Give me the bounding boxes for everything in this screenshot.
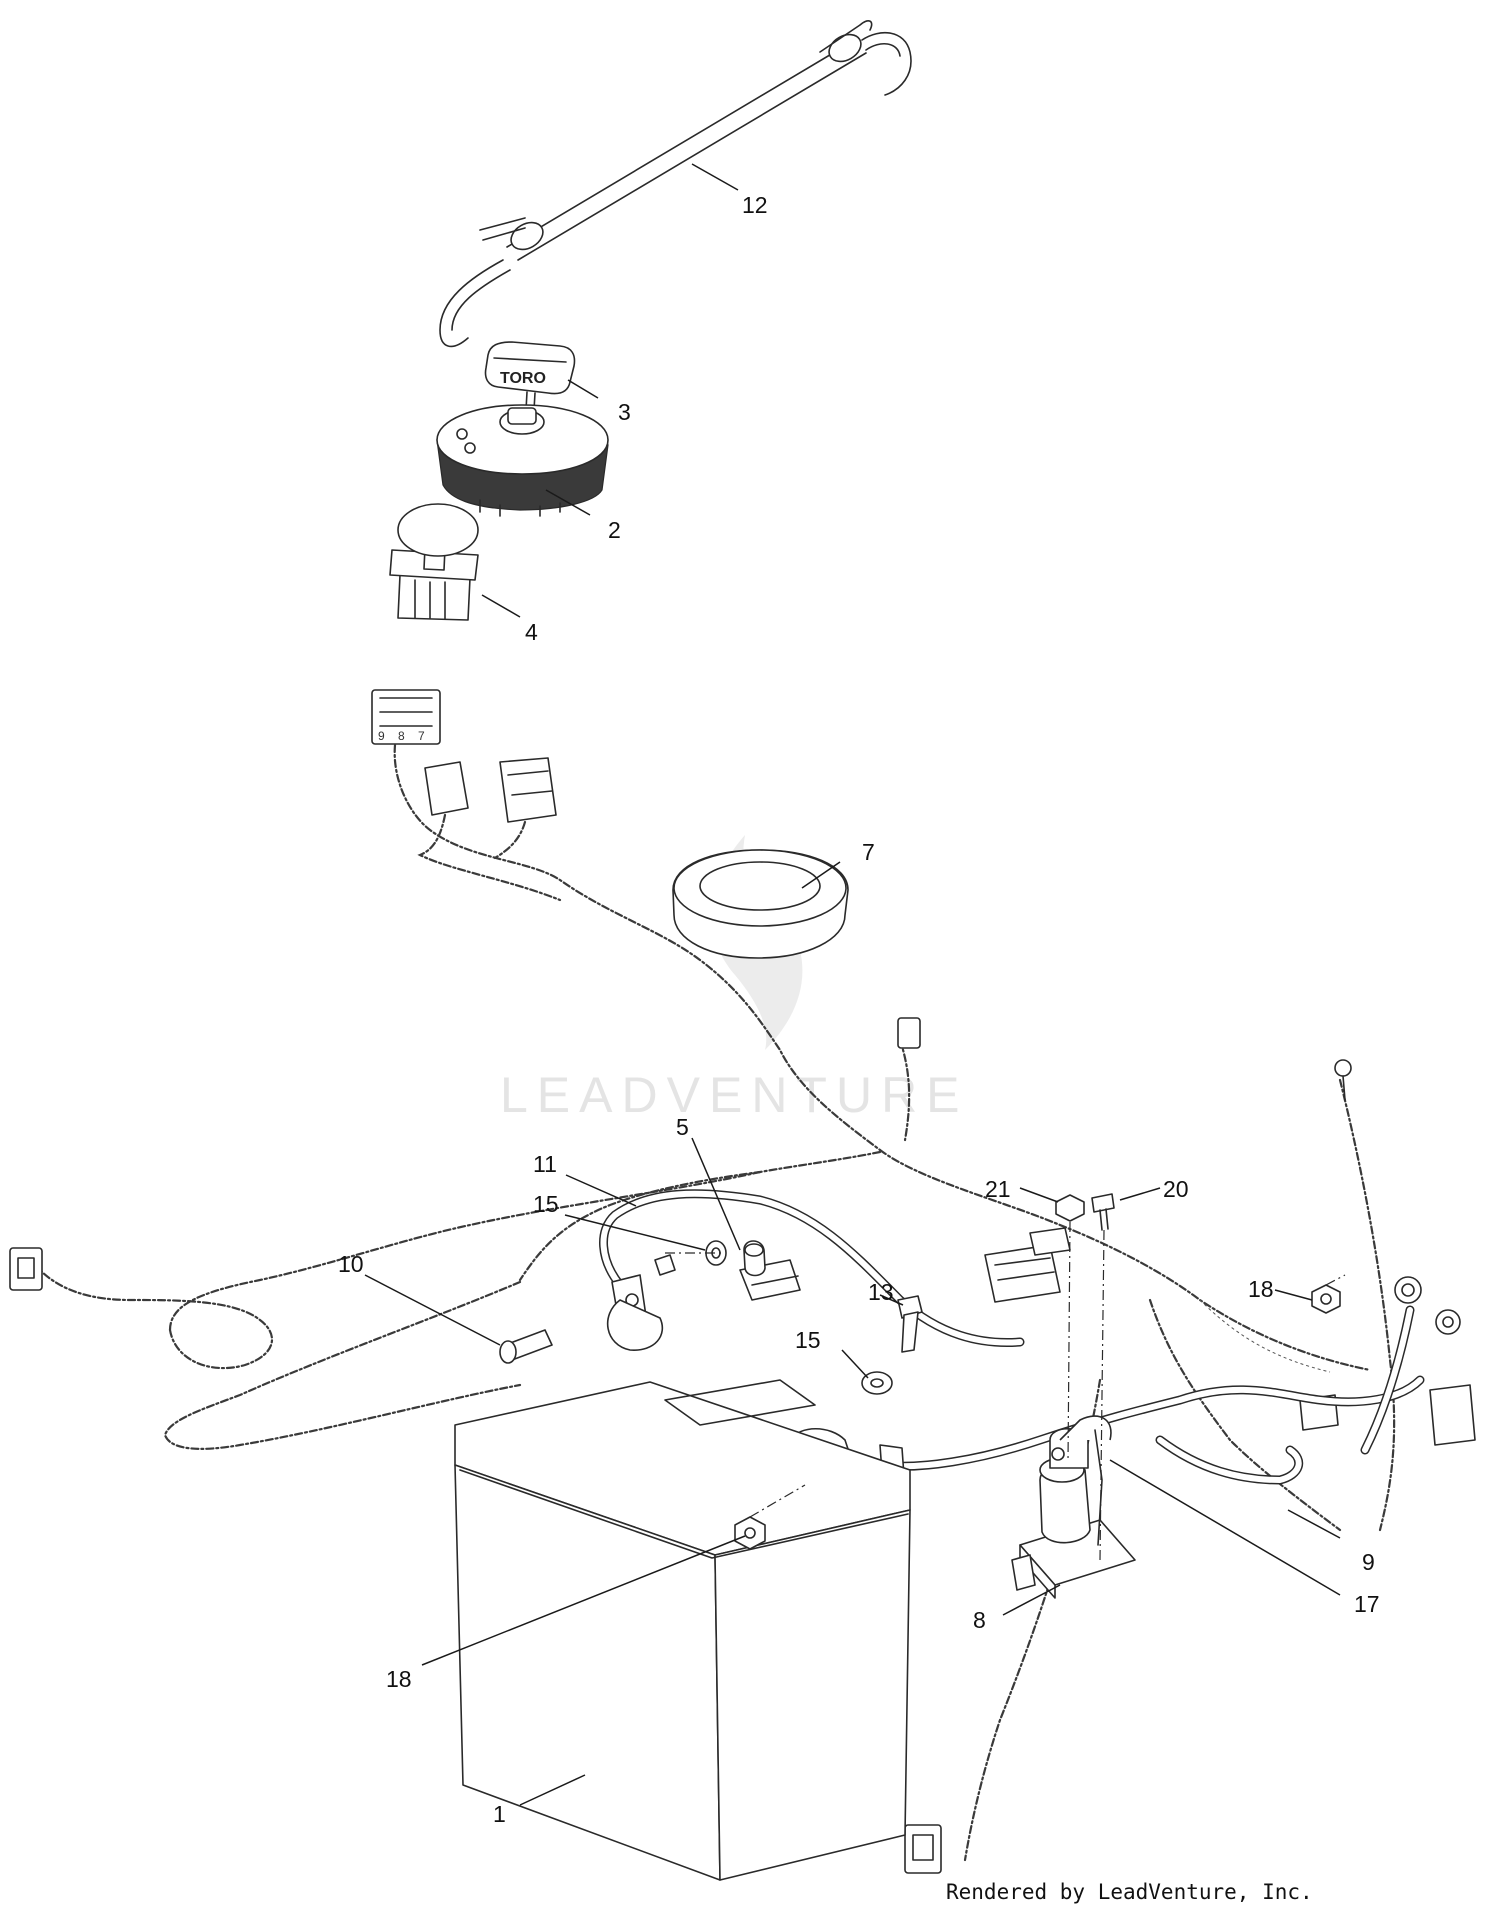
callout-9: 9 xyxy=(1362,1549,1375,1575)
callout-20: 20 xyxy=(1163,1176,1189,1202)
render-credit: Rendered by LeadVenture, Inc. xyxy=(946,1880,1313,1904)
callouts: 12 3 2 4 7 11 5 15 10 13 15 21 20 18 17 … xyxy=(338,192,1380,1827)
plug-top-right xyxy=(897,1017,921,1049)
callout-4: 4 xyxy=(525,619,538,645)
callout-8: 8 xyxy=(973,1607,986,1633)
part-9-positive-cable xyxy=(875,1305,1425,1485)
part-5-spacer xyxy=(743,1240,766,1277)
callout-17: 17 xyxy=(1354,1591,1380,1617)
part-13-bolt xyxy=(897,1295,923,1353)
part-3-key: TORO xyxy=(484,341,576,411)
wire-harness: 9 8 7 xyxy=(9,689,1476,1874)
part-21-nut xyxy=(1055,1194,1085,1222)
connector-pin-8: 8 xyxy=(398,729,405,743)
part-8-solenoid xyxy=(1011,1428,1136,1599)
part-18-nut-battery xyxy=(734,1516,766,1550)
part-20-bolt xyxy=(1091,1193,1115,1231)
callout-10: 10 xyxy=(338,1251,364,1277)
callout-12: 12 xyxy=(742,192,768,218)
part-7-cap xyxy=(672,849,849,959)
callout-21: 21 xyxy=(985,1176,1011,1202)
part-10-bolt xyxy=(499,1329,553,1364)
callout-13: 13 xyxy=(868,1279,894,1305)
callout-2: 2 xyxy=(608,517,621,543)
callout-5: 5 xyxy=(676,1114,689,1140)
part-18-nut-right xyxy=(1311,1284,1341,1314)
callout-3: 3 xyxy=(618,399,631,425)
connector-pin-7: 7 xyxy=(418,729,425,743)
callout-18-right: 18 xyxy=(1248,1276,1274,1302)
cable-clamp xyxy=(606,1254,801,1351)
callout-1: 1 xyxy=(493,1801,506,1827)
part-12-rod xyxy=(439,20,912,348)
part-15-washer-bottom xyxy=(861,1371,893,1395)
leader-lines xyxy=(364,163,1341,1806)
watermark-text: LEADVENTURE xyxy=(500,1067,969,1123)
part-15-washer-top xyxy=(705,1240,727,1266)
callout-7: 7 xyxy=(862,839,875,865)
callout-15-top: 15 xyxy=(533,1191,559,1217)
callout-15-bottom: 15 xyxy=(795,1327,821,1353)
callout-11: 11 xyxy=(533,1151,557,1177)
assembly-lines xyxy=(665,1221,1346,1561)
part-4-pto-switch xyxy=(389,503,479,621)
part-2-ignition-switch xyxy=(436,404,609,517)
callout-18-battery: 18 xyxy=(386,1666,412,1692)
connector-pin-9: 9 xyxy=(378,729,385,743)
part-1-battery xyxy=(454,1379,911,1881)
key-brand-label: TORO xyxy=(500,370,546,387)
